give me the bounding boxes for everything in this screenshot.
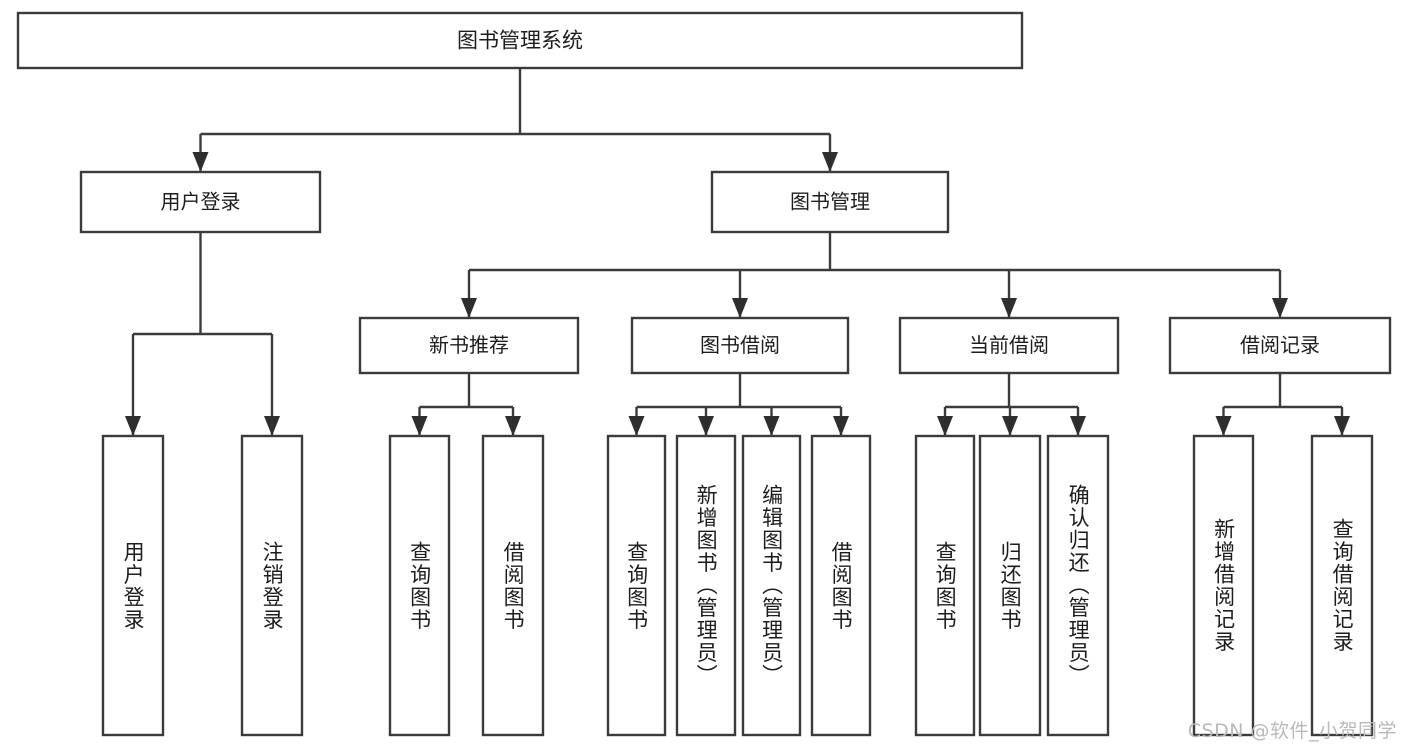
node-box-book-management[interactable] (710, 170, 950, 234)
arrow-head-icon-user-login (192, 152, 209, 172)
node-box-current-borrow[interactable] (898, 316, 1120, 375)
arrow-head-icon-leaf-borrow-book-1 (505, 416, 521, 436)
node-box-new-book-recommend[interactable] (358, 316, 580, 375)
connectors-layer (125, 68, 1350, 436)
node-box-leaf-query-book-1[interactable] (388, 434, 451, 737)
node-label-new-book-recommend: 新书推荐 (429, 333, 509, 357)
arrow-head-icon-book-management (822, 152, 838, 172)
arrow-head-icon-leaf-query-book-2 (628, 416, 645, 436)
node-box-leaf-return-book[interactable] (978, 434, 1042, 737)
node-label-user-login: 用户登录 (161, 190, 241, 214)
arrow-head-icon-leaf-user-login (125, 416, 141, 436)
watermark-text: CSDN @软件_小贺同学 (1187, 720, 1397, 742)
node-box-leaf-borrow-book-1[interactable] (481, 434, 545, 737)
arrow-head-icon-leaf-add-borrow-record (1215, 416, 1232, 436)
arrow-head-icon-new-book-recommend (461, 298, 477, 318)
arrow-head-icon-leaf-query-book-1 (411, 416, 428, 436)
arrow-head-icon-leaf-user-logout (264, 416, 280, 436)
arrow-head-icon-book-borrow (732, 298, 748, 318)
node-label-borrow-record: 借阅记录 (1240, 333, 1320, 357)
node-box-leaf-query-borrow-record[interactable] (1310, 434, 1374, 737)
boxes-layer (16, 11, 1392, 737)
arrow-head-icon-leaf-confirm-return (1070, 416, 1086, 436)
node-box-leaf-user-login[interactable] (101, 434, 165, 737)
arrow-head-icon-current-borrow (1001, 298, 1017, 318)
arrow-head-icon-borrow-record (1272, 298, 1288, 318)
node-label-book-borrow: 图书借阅 (700, 333, 780, 357)
arrow-head-icon-leaf-query-borrow-record (1334, 416, 1350, 436)
node-box-leaf-borrow-book-2[interactable] (810, 434, 872, 737)
node-box-root[interactable] (16, 11, 1024, 70)
node-box-leaf-query-book-3[interactable] (914, 434, 976, 737)
node-box-leaf-user-logout[interactable] (240, 434, 304, 737)
node-box-leaf-add-borrow-record[interactable] (1192, 434, 1255, 737)
node-label-book-management: 图书管理 (790, 190, 870, 214)
node-box-borrow-record[interactable] (1168, 316, 1392, 375)
arrow-head-icon-leaf-add-book (698, 416, 714, 436)
node-box-leaf-query-book-2[interactable] (606, 434, 667, 737)
arrow-head-icon-leaf-borrow-book-2 (833, 416, 849, 436)
arrow-head-icon-leaf-edit-book (763, 416, 780, 436)
arrow-head-icon-leaf-return-book (1002, 416, 1018, 436)
arrow-head-icon-leaf-query-book-3 (937, 416, 953, 436)
node-box-book-borrow[interactable] (630, 316, 850, 375)
node-label-current-borrow: 当前借阅 (969, 333, 1049, 357)
node-box-leaf-edit-book[interactable] (741, 434, 802, 737)
node-box-leaf-add-book[interactable] (675, 434, 737, 737)
node-label-root: 图书管理系统 (457, 29, 583, 53)
node-box-user-login[interactable] (79, 170, 322, 234)
node-box-leaf-confirm-return[interactable] (1046, 434, 1110, 737)
